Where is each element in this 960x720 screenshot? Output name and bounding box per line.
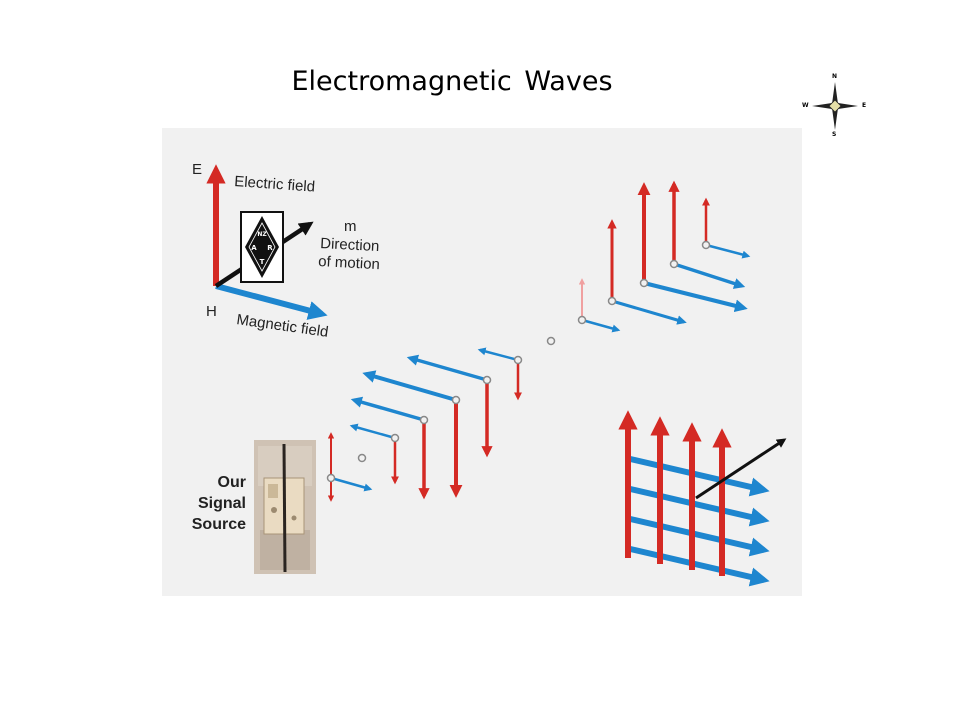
nzart-badge-icon: NZ A R T xyxy=(245,216,279,278)
plane-wave-grid xyxy=(618,410,787,587)
magnetic-vector xyxy=(643,281,748,313)
compass-south-label: S xyxy=(832,131,837,138)
magnetic-vector xyxy=(705,243,751,259)
magnetic-vector xyxy=(673,262,746,289)
field-node xyxy=(639,278,649,288)
magnetic-vector xyxy=(477,347,519,362)
field-node xyxy=(419,415,429,425)
direction-label-line1: Direction xyxy=(320,235,380,255)
badge-text-nz: NZ xyxy=(257,231,267,238)
field-node xyxy=(451,395,461,405)
field-node xyxy=(546,336,556,346)
compass-north-label: N xyxy=(832,73,838,80)
magnetic-vector xyxy=(330,476,373,492)
field-node xyxy=(390,433,400,443)
magnetic-vector xyxy=(350,396,425,422)
direction-label-line2: of motion xyxy=(318,253,381,273)
field-node xyxy=(607,296,617,306)
compass-west-label: W xyxy=(802,102,809,109)
compass-east-label: E xyxy=(862,102,867,109)
electric-field-label: Electric field xyxy=(234,173,316,196)
signal-source-label: Our Signal Source xyxy=(162,472,246,535)
field-node xyxy=(577,315,587,325)
direction-symbol-label: m xyxy=(344,218,357,235)
slide-title: Electromagnetic Waves xyxy=(291,66,613,97)
wave-group-middle xyxy=(349,347,523,500)
wave-group-source xyxy=(326,432,373,502)
field-node xyxy=(326,473,336,483)
magnetic-field-label: Magnetic field xyxy=(235,311,329,341)
magnetic-vector xyxy=(406,354,488,382)
magnetic-vector xyxy=(349,423,396,440)
signal-source-line3: Source xyxy=(191,516,246,533)
signal-source-photo xyxy=(254,440,316,574)
badge-text-r: R xyxy=(267,244,273,252)
field-node xyxy=(669,259,679,269)
em-wave-diagram: NZ A R T E Electric field H Magnetic fie… xyxy=(162,128,802,596)
field-node xyxy=(357,453,367,463)
magnetic-vector xyxy=(611,299,687,325)
legend-axes: NZ A R T E Electric field H Magnetic fie… xyxy=(192,161,380,341)
badge-text-a: A xyxy=(251,244,257,252)
h-axis-label: H xyxy=(206,303,217,320)
e-axis-label: E xyxy=(192,161,202,178)
wave-group-upper xyxy=(577,180,751,333)
field-node xyxy=(701,240,711,250)
magnetic-vector xyxy=(581,318,621,333)
magnetic-axis-arrow xyxy=(215,283,328,320)
motion-vector xyxy=(695,438,787,500)
signal-source-line2: Signal xyxy=(197,495,246,512)
badge-text-t: T xyxy=(260,258,265,266)
field-node xyxy=(513,355,523,365)
signal-source-line1: Our xyxy=(217,474,246,491)
magnetic-vector xyxy=(362,370,457,402)
compass-icon: N S W E xyxy=(800,72,870,140)
field-node xyxy=(482,375,492,385)
